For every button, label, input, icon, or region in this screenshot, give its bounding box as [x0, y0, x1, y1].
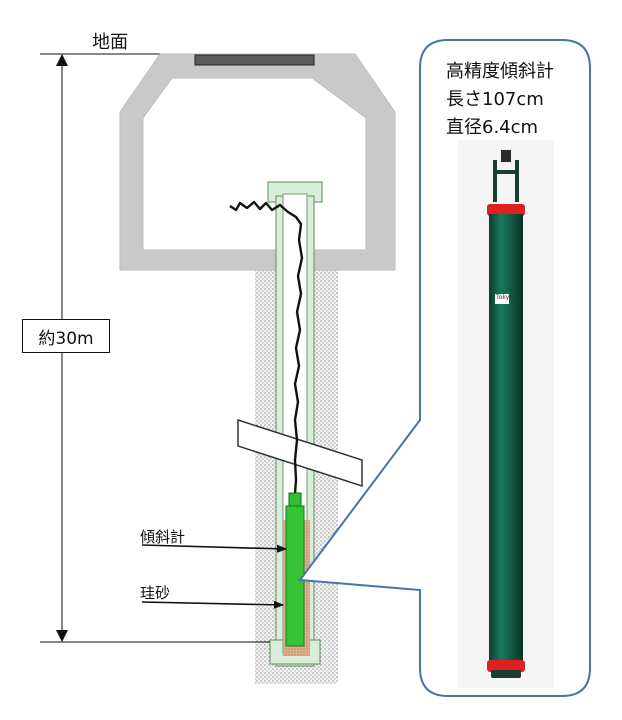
depth-label-box: 約30m [22, 319, 110, 353]
callout-specs: 高精度傾斜計 長さ107cm 直径6.4cm [446, 58, 554, 142]
depth-label: 約30m [38, 328, 94, 349]
callout-diameter: 直径6.4cm [446, 117, 539, 138]
ground-label: 地面 [92, 32, 128, 53]
sensor-probe [285, 492, 305, 647]
depth-arrow-top [56, 54, 68, 66]
crossing-pipe [237, 418, 363, 488]
callout-title: 高精度傾斜計 [446, 61, 554, 82]
depth-arrow-bottom [56, 630, 68, 642]
manhole-lid [194, 54, 315, 66]
inclinometer-label: 傾斜計 [140, 528, 186, 546]
sand-label: 珪砂 [140, 584, 171, 602]
sand-arrow [141, 600, 284, 609]
cable [229, 200, 304, 495]
device-photo [458, 140, 554, 688]
inclinometer-arrow [141, 544, 287, 553]
callout-length: 長さ107cm [446, 89, 544, 110]
device-product-label: Tokyo [496, 294, 513, 301]
concrete-vault [119, 53, 396, 271]
